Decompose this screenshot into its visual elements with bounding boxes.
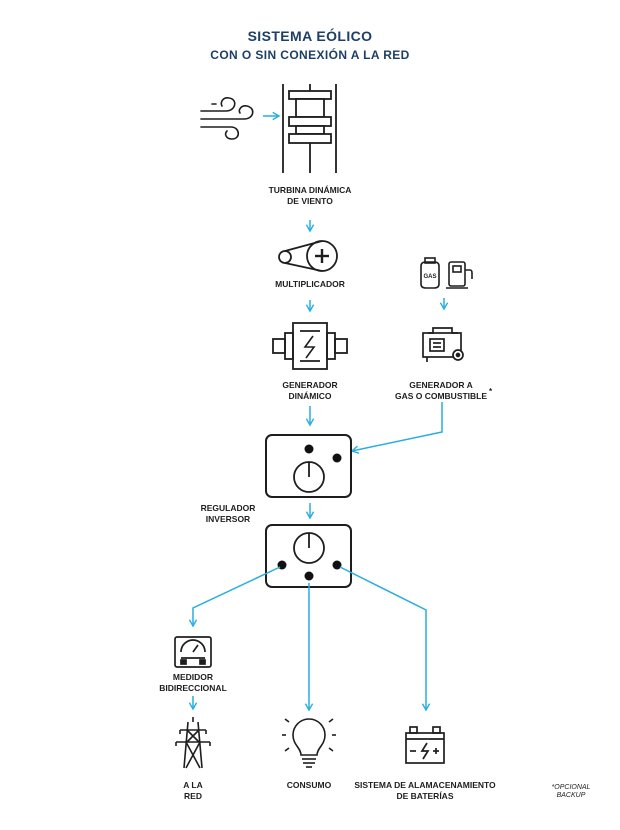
regulator-box	[265, 434, 352, 498]
arrow-gasgenerator-regulator	[350, 402, 443, 454]
fuel-pump-icon	[446, 261, 473, 289]
gas-cylinder-icon: GAS	[420, 257, 440, 289]
arrow-inverter-meter	[188, 566, 281, 628]
battery-icon	[405, 726, 445, 764]
diagram-title: SISTEMA EÓLICO	[247, 28, 373, 44]
multiplier-icon	[278, 240, 338, 272]
light-bulb-icon	[282, 718, 336, 768]
wind-icon	[200, 97, 254, 140]
generator-icon	[272, 322, 348, 370]
meter-icon	[174, 636, 212, 668]
inverter-box	[265, 524, 352, 588]
consumption-label: CONSUMO	[286, 780, 332, 790]
arrow-inverter-battery	[339, 566, 431, 712]
gas-icon-text: GAS	[423, 274, 436, 280]
diagram-subtitle: CON O SIN CONEXIÓN A LA RED	[210, 48, 410, 62]
power-tower-icon	[175, 717, 211, 769]
gas-generator-asterisk: *	[489, 387, 493, 396]
gas-generator-icon	[422, 327, 464, 362]
wind-turbine-icon	[282, 84, 337, 173]
multiplier-label: MULTIPLICADOR	[275, 279, 345, 289]
